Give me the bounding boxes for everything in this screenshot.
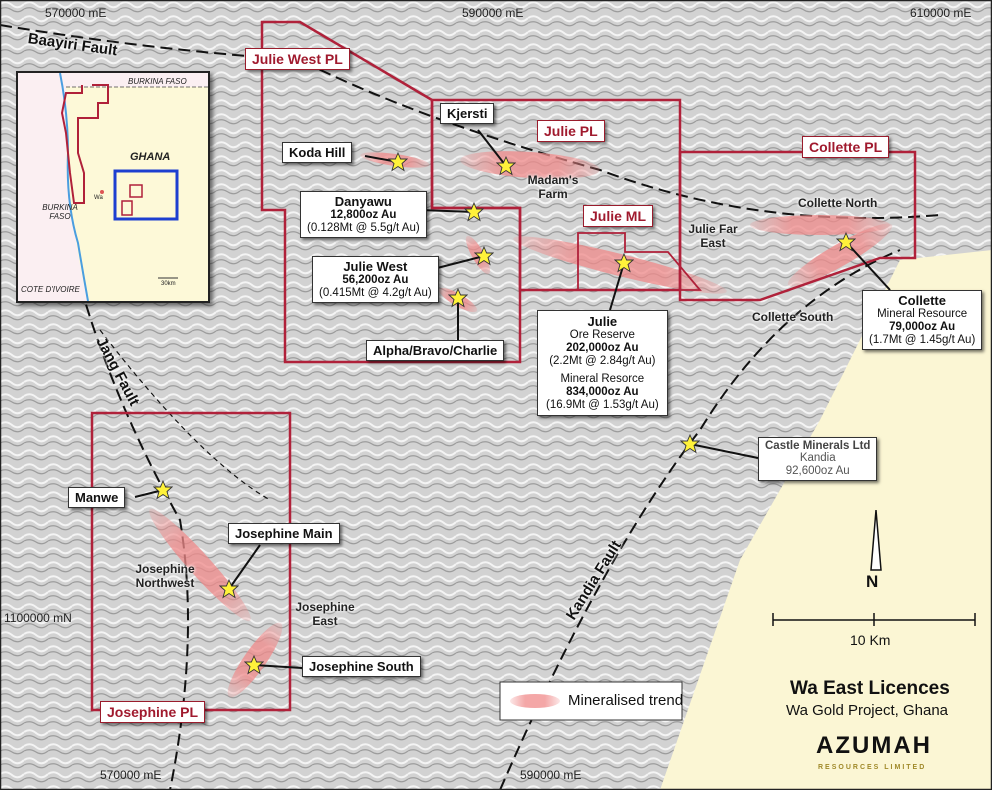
legend-mineralised-trend: Mineralised trend — [568, 692, 684, 709]
location-inset-map: BURKINA FASO GHANA BURKINA FASO COTE D'I… — [16, 71, 210, 303]
collette-resource: 79,000oz Au — [889, 321, 956, 333]
area-julie-far-east: Julie Far East — [688, 222, 738, 250]
coord-top-590000: 590000 mE — [462, 6, 524, 20]
julie-resource-label: Mineral Resorce — [560, 373, 645, 385]
callout-danyawu: Danyawu 12,800oz Au (0.128Mt @ 5.5g/t Au… — [300, 191, 427, 238]
julie-reserve-label: Ore Reserve — [569, 329, 635, 341]
callout-manwe: Manwe — [68, 487, 126, 508]
area-josephine-northwest: Josephine Northwest — [135, 562, 195, 590]
julie-resource: 834,000oz Au — [566, 386, 639, 398]
licence-boundaries — [90, 20, 917, 712]
inset-ghana: GHANA — [130, 151, 171, 163]
scale-bar — [772, 613, 976, 626]
azumah-tagline: RESOURCES LIMITED — [818, 764, 927, 771]
map-subtitle: Wa Gold Project, Ghana — [786, 702, 949, 719]
callout-collette: Collette Mineral Resource 79,000oz Au (1… — [862, 290, 983, 350]
collette-label: Mineral Resource — [877, 308, 968, 320]
castle-place: Kandia — [799, 452, 836, 464]
inset-burkina-faso-left: BURKINA FASO — [42, 203, 78, 221]
danyawu-name: Danyawu — [334, 194, 392, 209]
area-collette-south: Collette South — [752, 310, 834, 324]
licence-julie-pl: Julie PL — [537, 120, 605, 142]
coord-top-610000: 610000 mE — [910, 6, 972, 20]
azumah-logo: AZUMAH — [816, 732, 932, 759]
julie-resource-detail: (16.9Mt @ 1.53g/t Au) — [546, 399, 659, 411]
callout-kjersti: Kjersti — [440, 103, 495, 124]
callout-castle-minerals: Castle Minerals Ltd Kandia 92,600oz Au — [758, 437, 878, 481]
licence-julie-ml: Julie ML — [583, 205, 654, 227]
mineralised-trends — [149, 151, 893, 698]
area-madams-farm: Madam's Farm — [527, 173, 579, 201]
legend-trend-swatch — [510, 694, 560, 708]
callout-alpha-bravo-charlie: Alpha/Bravo/Charlie — [366, 340, 505, 361]
scale-label: 10 Km — [850, 632, 891, 648]
callout-julie-west: Julie West 56,200oz Au (0.415Mt @ 4.2g/t… — [312, 256, 439, 303]
danyawu-detail: (0.128Mt @ 5.5g/t Au) — [307, 222, 420, 234]
inset-burkina-faso-top: BURKINA FASO — [128, 77, 187, 86]
coord-left-1100000: 1100000 mN — [4, 611, 72, 625]
licence-josephine-pl: Josephine PL — [100, 701, 206, 723]
inset-wa: Wa — [94, 195, 103, 201]
coord-bottom-590000: 590000 mE — [520, 768, 582, 782]
coord-bottom-570000: 570000 mE — [100, 768, 162, 782]
inset-scale: 30km — [161, 281, 176, 287]
callout-josephine-south: Josephine South — [302, 656, 421, 677]
collette-detail: (1.7Mt @ 1.45g/t Au) — [869, 334, 976, 346]
collette-name: Collette — [898, 293, 946, 308]
callout-josephine-main: Josephine Main — [228, 523, 340, 544]
area-collette-north: Collette North — [798, 196, 878, 210]
north-label: N — [866, 572, 879, 591]
danyawu-resource: 12,800oz Au — [330, 209, 397, 221]
julie-west-resource: 56,200oz Au — [342, 274, 409, 286]
julie-name: Julie — [587, 314, 618, 329]
map-title: Wa East Licences — [790, 678, 950, 699]
castle-name: Castle Minerals Ltd — [765, 440, 871, 452]
area-josephine-east: Josephine East — [295, 600, 355, 628]
julie-reserve: 202,000oz Au — [566, 342, 639, 354]
callout-julie: Julie Ore Reserve 202,000oz Au (2.2Mt @ … — [537, 310, 668, 416]
licence-collette-pl: Collette PL — [802, 136, 890, 158]
licence-julie-west-pl: Julie West PL — [245, 48, 350, 70]
julie-reserve-detail: (2.2Mt @ 2.84g/t Au) — [549, 355, 656, 367]
north-arrow-icon — [870, 509, 882, 571]
yellow-area — [660, 250, 992, 790]
julie-west-detail: (0.415Mt @ 4.2g/t Au) — [319, 287, 432, 299]
castle-resource: 92,600oz Au — [785, 465, 850, 477]
julie-west-name: Julie West — [343, 259, 408, 274]
coord-top-570000: 570000 mE — [45, 6, 107, 20]
inset-cote-divoire: COTE D'IVOIRE — [21, 285, 80, 294]
callout-koda-hill: Koda Hill — [282, 142, 353, 163]
